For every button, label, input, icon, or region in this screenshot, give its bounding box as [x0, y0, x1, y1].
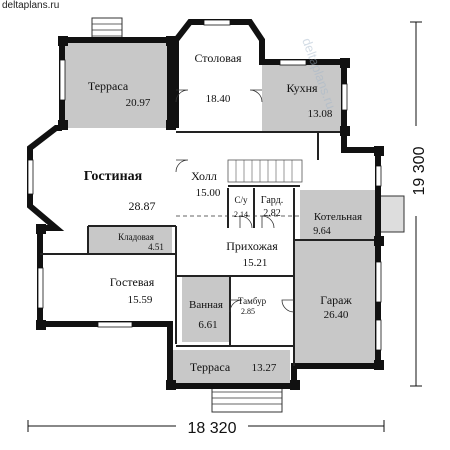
terrace-bottom-area — [170, 350, 290, 386]
boiler-name: Котельная — [314, 211, 362, 223]
guest-name: Гостевая — [110, 275, 155, 289]
wc-area — [228, 190, 254, 226]
entry-value: 15.21 — [243, 257, 268, 269]
wc-value: 2.14 — [234, 210, 248, 219]
bath-name: Ванная — [189, 299, 223, 311]
boiler-area — [300, 190, 378, 240]
site-url: deltaplans.ru — [2, 0, 60, 11]
dimension-width: 18 320 — [27, 418, 385, 437]
doors — [175, 89, 295, 313]
dining-area — [176, 22, 262, 132]
dining-name: Столовая — [194, 51, 242, 65]
bath-area — [182, 276, 230, 342]
guest-area — [40, 254, 172, 324]
dining-value: 18.40 — [206, 93, 231, 105]
garage-area — [294, 240, 378, 366]
garage-value: 26.40 — [324, 309, 349, 321]
entry-area — [176, 228, 294, 278]
dimension-height-label: 19 300 — [411, 146, 428, 195]
dimension-width-label: 18 320 — [188, 420, 237, 437]
hall-value: 15.00 — [196, 187, 221, 199]
terrace-top-value: 20.97 — [126, 97, 151, 109]
pantry-area — [88, 226, 172, 254]
kitchen-area — [262, 62, 344, 132]
vestibule-name: Тамбур — [238, 296, 267, 306]
hall-name: Холл — [191, 169, 217, 183]
hall-stair — [227, 159, 303, 183]
terrace-bottom-stair — [211, 385, 283, 413]
bath-value: 6.61 — [198, 319, 217, 331]
kitchen-name: Кухня — [286, 81, 318, 95]
terrace-top-name: Терраса — [88, 79, 129, 93]
guest-value: 15.59 — [128, 294, 153, 306]
interior-walls — [40, 131, 378, 366]
windows — [27, 19, 382, 351]
wardrobe-area — [254, 190, 292, 226]
hall-area — [176, 132, 228, 228]
vestibule-area — [232, 282, 290, 342]
room-labels: Терраса 20.97 Столовая 18.40 Кухня 13.08… — [84, 51, 362, 374]
terrace-top-area — [62, 40, 170, 128]
room-fills — [30, 22, 378, 386]
pantry-value: 4.51 — [148, 242, 164, 252]
pantry-name: Кладовая — [118, 232, 154, 242]
living-area — [30, 128, 176, 228]
wc-name: С/у — [234, 195, 248, 205]
wardrobe-name: Гард. — [261, 195, 283, 206]
entry-name: Прихожая — [226, 239, 278, 253]
dimension-height: 19 300 — [406, 21, 428, 387]
kitchen-value: 13.08 — [308, 108, 333, 120]
garage-name: Гараж — [320, 293, 352, 307]
wall-pillars — [36, 36, 384, 390]
terrace-bottom-name: Терраса — [190, 360, 231, 374]
living-name: Гостиная — [84, 169, 143, 184]
boiler-value: 9.64 — [313, 226, 331, 237]
living-value: 28.87 — [129, 199, 156, 213]
wardrobe-value: 2.82 — [263, 208, 281, 219]
vestibule-value: 2.85 — [241, 307, 255, 316]
terrace-bottom-value: 13.27 — [252, 362, 277, 374]
garage-side-step — [379, 195, 405, 233]
